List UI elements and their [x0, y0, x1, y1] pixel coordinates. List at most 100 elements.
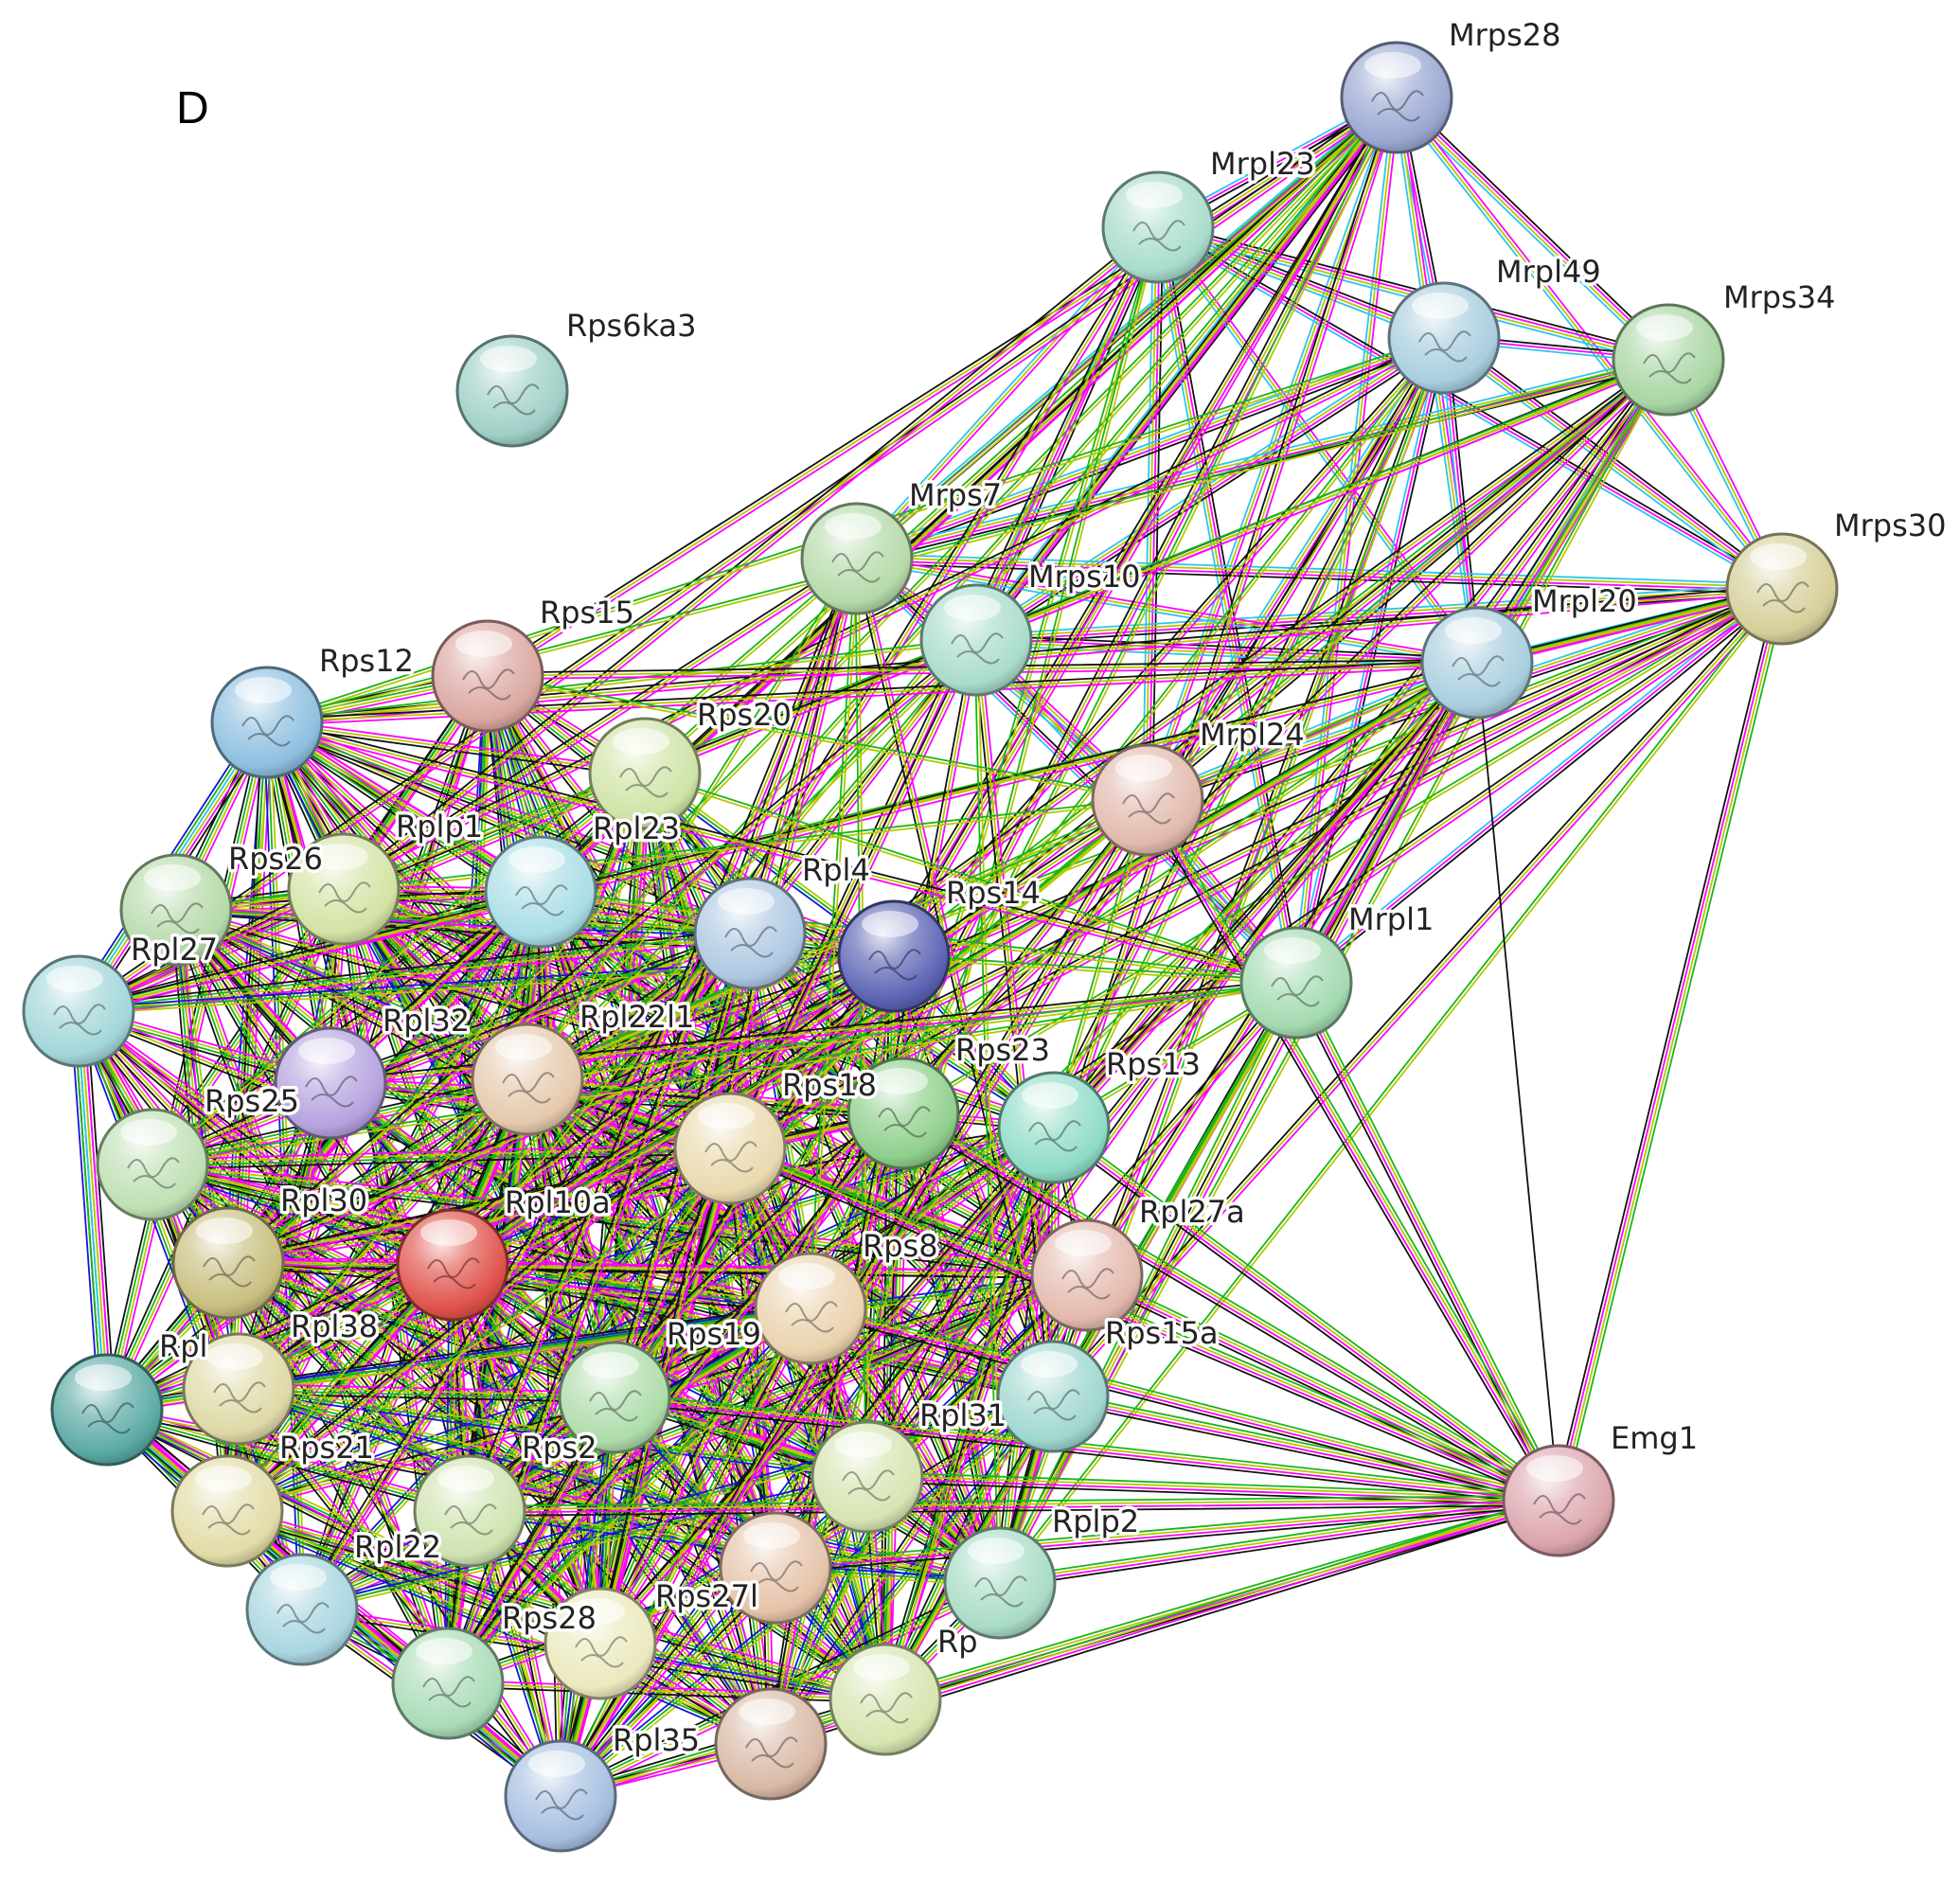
node-Rps21[interactable]: Rps21	[170, 1427, 377, 1568]
node-Rpl27[interactable]: Rpl27	[22, 929, 222, 1068]
node-Rps12[interactable]: Rps12	[210, 640, 417, 779]
node-highlight	[613, 728, 669, 755]
edge-Mrps28-Rps14	[890, 95, 1400, 959]
edge-line	[1142, 334, 1441, 799]
node-Rpl4[interactable]: Rpl4	[693, 849, 873, 990]
edge-line	[455, 774, 650, 1268]
node-Rp[interactable]: Rp	[829, 1621, 981, 1756]
node-Rpl[interactable]: Rpl	[50, 1325, 211, 1467]
node-label: Mrpl1	[1348, 901, 1434, 937]
edge-Mrps7-Rplp1	[341, 555, 860, 893]
node-label: Rps19	[667, 1316, 761, 1352]
edge-Emg1-Rpl31	[865, 1471, 1560, 1506]
node-Mrpl49[interactable]: Mrpl49	[1387, 251, 1604, 395]
node-Rpl32[interactable]: Rpl32	[274, 1000, 473, 1140]
node-Mrpl20[interactable]: Mrpl20	[1420, 580, 1640, 720]
edge-line	[485, 94, 1397, 675]
edge-line	[856, 558, 1054, 1397]
edge-Emg1-Rps15a	[1051, 1391, 1560, 1506]
edge-line	[976, 98, 1399, 642]
node-Mrps7[interactable]: Mrps7	[800, 474, 1006, 615]
edge-line	[104, 585, 1782, 1408]
edge-Emg1-Rps18	[727, 1143, 1561, 1506]
node-Rps14[interactable]: Rps14	[837, 872, 1043, 1013]
node-Rpl31[interactable]: Rpl31	[811, 1395, 1010, 1534]
edge-Mrpl1-Rps14	[892, 953, 1298, 986]
protein-structure-icon	[203, 1255, 256, 1288]
node-Rpl38[interactable]: Rpl38	[182, 1306, 382, 1446]
node-Mrps30[interactable]: Mrps30	[1725, 505, 1950, 646]
node-Rps25[interactable]: Rps25	[96, 1080, 302, 1221]
edge-line	[974, 583, 1783, 636]
node-highlight	[1126, 182, 1183, 208]
node-Rpl22l1[interactable]: Rpl22l1	[471, 996, 698, 1136]
edge-line	[1051, 1400, 1559, 1506]
node-label: Rp	[937, 1624, 978, 1660]
edge-line	[893, 953, 1298, 983]
node-label: Rps14	[946, 875, 1041, 911]
edge-line	[857, 364, 1671, 564]
node-Rplp1[interactable]: Rplp1	[287, 806, 487, 946]
node-label: Emg1	[1611, 1420, 1698, 1456]
edge-line	[238, 1386, 615, 1397]
edge-line	[238, 1383, 616, 1394]
edge-line	[974, 586, 1783, 640]
node-Mrpl1[interactable]: Mrpl1	[1239, 898, 1437, 1040]
edge-line	[600, 1308, 813, 1645]
edge-line	[526, 800, 1149, 1082]
edge-line	[1394, 98, 1668, 363]
edge-line	[526, 797, 1149, 1079]
edge-line	[453, 801, 1150, 1269]
node-Rps23[interactable]: Rps23	[846, 1029, 1053, 1170]
node-Rpl22[interactable]: Rpl22	[245, 1526, 445, 1666]
node-Rps28b[interactable]	[391, 1627, 505, 1740]
node-Rps26[interactable]: Rps26	[119, 838, 326, 967]
edge-line	[227, 1262, 811, 1309]
node-Mrpl24[interactable]: Mrpl24	[1091, 714, 1308, 857]
node-Rpl30[interactable]: Rpl30	[171, 1180, 371, 1320]
node-Rps2[interactable]: Rps2	[413, 1427, 600, 1568]
node-Rpl23[interactable]: Rpl23	[484, 808, 684, 949]
node-Rps19[interactable]: Rps19	[558, 1313, 764, 1454]
node-highlight	[495, 1034, 552, 1060]
edge-line	[1052, 1128, 1559, 1503]
node-Rpl10a[interactable]: Rpl10a	[396, 1182, 614, 1322]
node-Mrps34[interactable]: Mrps34	[1612, 276, 1839, 417]
node-Rplp2[interactable]: Rplp2	[943, 1501, 1143, 1640]
edge-line	[300, 1392, 1053, 1608]
node-Rps15[interactable]: Rps15	[431, 592, 637, 733]
edge-line	[301, 1476, 868, 1610]
edge-line	[858, 228, 1162, 562]
node-label: Rplp2	[1052, 1503, 1139, 1539]
node-Rps28[interactable]: Rps28	[499, 1587, 657, 1700]
node-Rps13[interactable]: Rps13	[997, 1043, 1203, 1184]
node-Rpl27a[interactable]: Rpl27a	[1030, 1191, 1248, 1332]
node-Rps6ka3[interactable]: Rps6ka3	[455, 305, 700, 448]
edge-line	[882, 1495, 1559, 1697]
edge-line	[527, 559, 860, 1081]
edge-line	[1291, 984, 1556, 1504]
node-Rps8[interactable]: Rps8	[754, 1225, 941, 1365]
node-label: Mrps7	[909, 477, 1002, 513]
node-label: Mrpl24	[1200, 717, 1305, 753]
node-Rps18[interactable]: Rps18	[673, 1064, 880, 1205]
node-label: Rps2	[522, 1430, 597, 1466]
node-highlight	[739, 1698, 795, 1725]
edge-line	[526, 660, 1478, 1079]
edge-Emg1-Rps23	[900, 1108, 1562, 1506]
node-Mrps28[interactable]: Mrps28	[1340, 14, 1564, 154]
node-Emg1[interactable]: Emg1	[1502, 1417, 1702, 1557]
node-Rps27l[interactable]: Rps27l	[652, 1511, 832, 1625]
node-Mrpl23[interactable]: Mrpl23	[1101, 143, 1318, 284]
edge-line	[469, 1504, 1559, 1517]
node-Rpl35b[interactable]	[504, 1739, 617, 1853]
edge-line	[643, 774, 1297, 986]
node-Rps15a[interactable]: Rps15a	[996, 1312, 1221, 1453]
node-highlight	[508, 846, 565, 873]
node-Mrps10[interactable]: Mrps10	[919, 556, 1144, 697]
edge-Emg1-Rps2	[469, 1495, 1559, 1517]
node-Rps20[interactable]: Rps20	[588, 694, 794, 830]
node-Rpl35[interactable]: Rpl35	[610, 1687, 828, 1801]
panel-label: D	[176, 83, 209, 133]
